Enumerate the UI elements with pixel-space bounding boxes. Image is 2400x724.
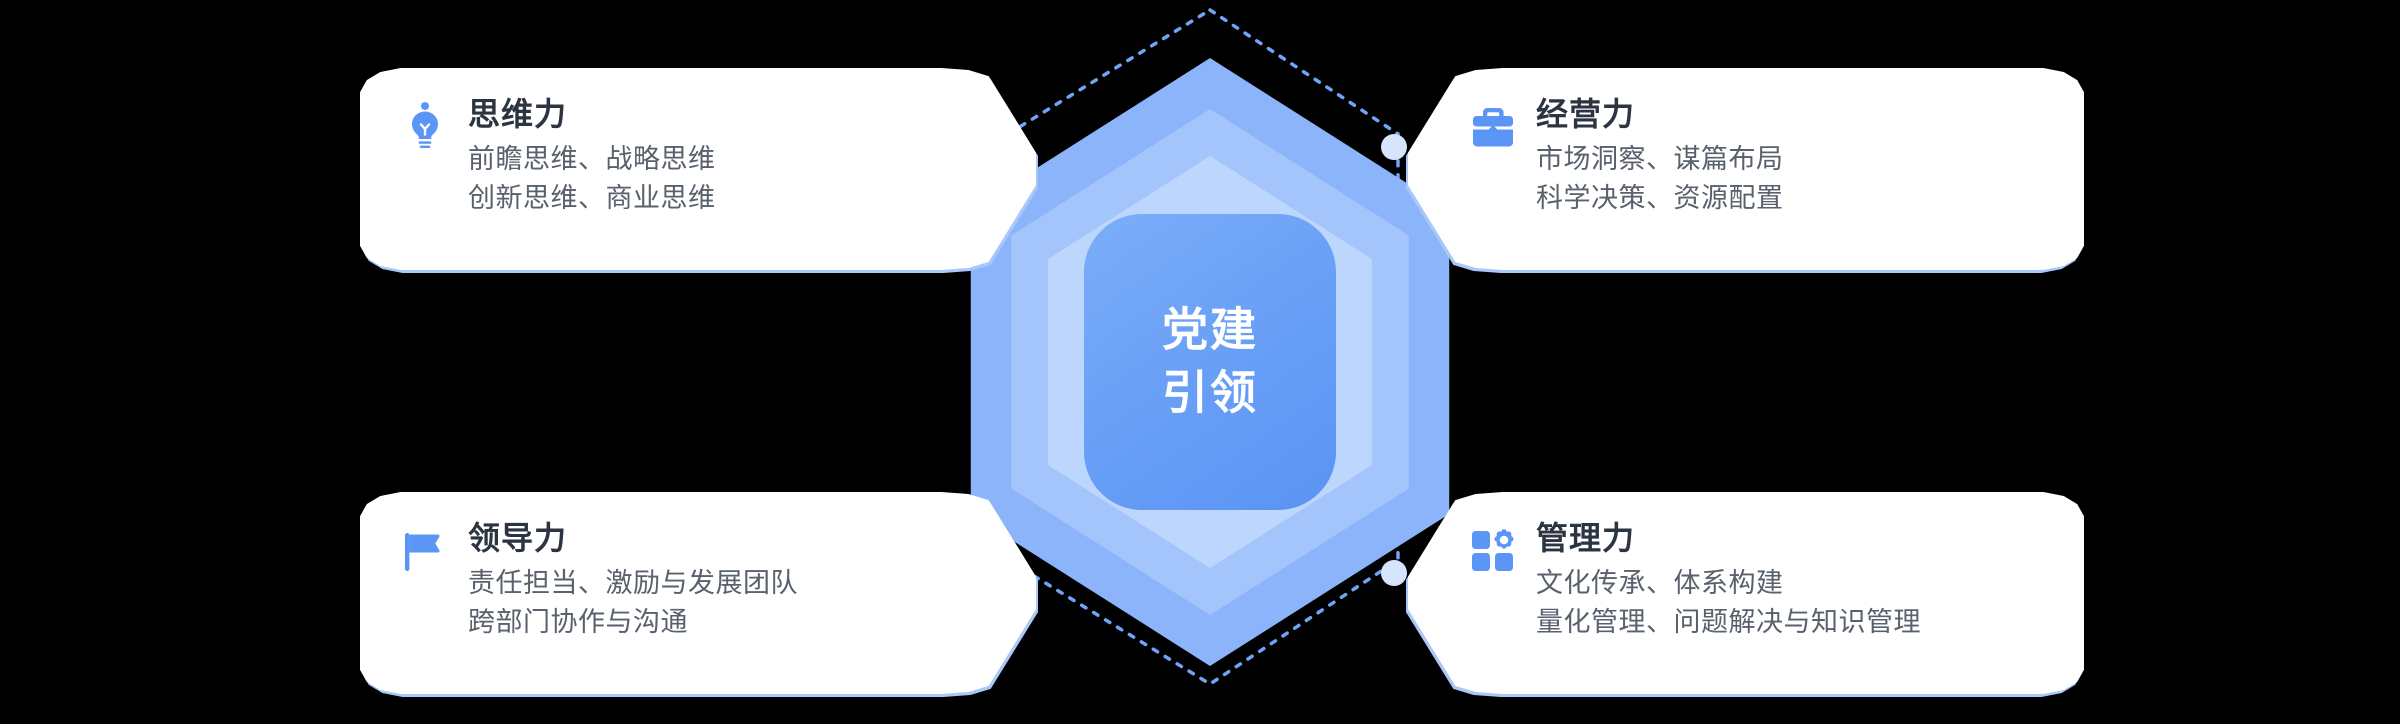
card-title: 思维力	[468, 96, 568, 132]
card-business[interactable]: 经营力 市场洞察、谋篇布局 科学决策、资源配置	[1406, 68, 2084, 273]
card-text: 思维力 前瞻思维、战略思维 创新思维、商业思维	[468, 94, 1006, 218]
card-text: 经营力 市场洞察、谋篇布局 科学决策、资源配置	[1536, 94, 2054, 218]
node-dot-bottom-right	[1381, 560, 1407, 586]
card-thinking[interactable]: 思维力 前瞻思维、战略思维 创新思维、商业思维	[360, 68, 1038, 273]
card-line-1: 市场洞察、谋篇布局	[1536, 144, 1784, 174]
card-surface	[1408, 68, 2084, 270]
card-surface	[360, 492, 1036, 694]
card-line-2: 量化管理、问题解决与知识管理	[1536, 607, 1921, 638]
card-title: 经营力	[1536, 96, 1636, 132]
grid-gear-icon	[1464, 522, 1522, 580]
card-line-2: 创新思维、商业思维	[468, 183, 716, 214]
flag-icon	[396, 522, 454, 580]
card-text: 管理力 文化传承、体系构建 量化管理、问题解决与知识管理	[1536, 518, 2054, 642]
card-line-2: 跨部门协作与沟通	[468, 607, 688, 638]
lightbulb-icon	[396, 98, 454, 156]
card-title: 领导力	[468, 520, 568, 556]
card-line-1: 文化传承、体系构建	[1536, 568, 1784, 598]
card-surface	[1408, 492, 2084, 694]
card-line-2: 科学决策、资源配置	[1536, 183, 1784, 214]
card-leadership[interactable]: 领导力 责任担当、激励与发展团队 跨部门协作与沟通	[360, 492, 1038, 697]
node-dot-top-right	[1381, 134, 1407, 160]
hexagon-core	[1084, 214, 1336, 510]
briefcase-icon	[1464, 98, 1522, 156]
center-label: 党建 引领	[1162, 303, 1258, 419]
card-line-1: 责任担当、激励与发展团队	[468, 568, 798, 598]
card-title: 管理力	[1536, 520, 1636, 556]
card-management[interactable]: 管理力 文化传承、体系构建 量化管理、问题解决与知识管理	[1406, 492, 2084, 697]
center-hexagon: 党建 引领	[950, 52, 1470, 672]
card-surface	[360, 68, 1036, 270]
card-line-1: 前瞻思维、战略思维	[468, 144, 716, 174]
card-text: 领导力 责任担当、激励与发展团队 跨部门协作与沟通	[468, 518, 1006, 642]
